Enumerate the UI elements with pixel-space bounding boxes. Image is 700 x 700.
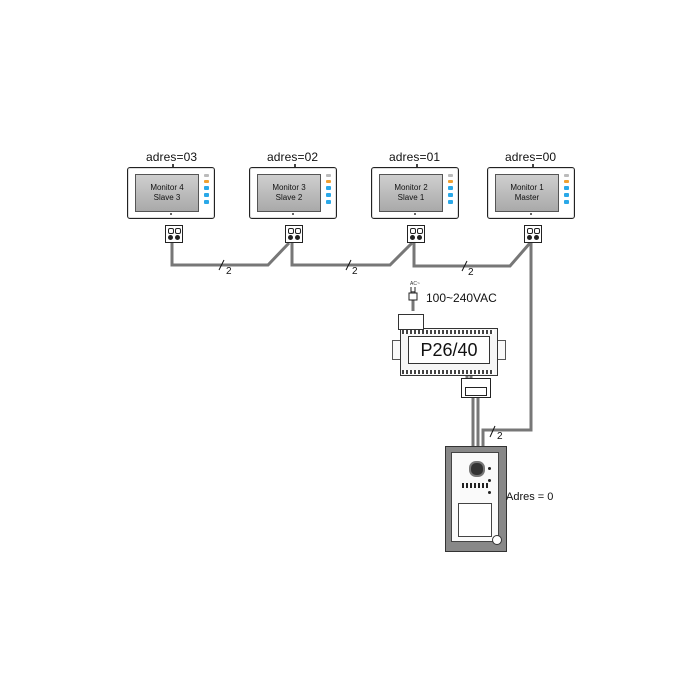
input-voltage-label: 100~240VAC xyxy=(426,291,497,305)
power-input-cap xyxy=(398,314,424,330)
power-supply-unit: P26/40 xyxy=(392,314,506,376)
camera-icon xyxy=(469,461,485,477)
monitor-4-name: Monitor 4 xyxy=(150,183,184,192)
terminal-block-monitor-4 xyxy=(165,225,183,243)
monitor-pin xyxy=(416,164,418,167)
monitor-1-name: Monitor 1 xyxy=(510,183,544,192)
wire-count-label: 2 xyxy=(497,431,503,442)
monitor-2-address: adres=01 xyxy=(389,150,441,164)
monitor-2-role: Slave 1 xyxy=(397,193,425,202)
monitor-buttons xyxy=(448,174,454,210)
terminal-block-monitor-2 xyxy=(407,225,425,243)
power-supply-model: P26/40 xyxy=(408,336,490,364)
power-plug-icon xyxy=(408,287,418,301)
call-button xyxy=(492,535,502,545)
monitor-1-address: adres=00 xyxy=(505,150,557,164)
monitor-pin xyxy=(172,164,174,167)
monitor-buttons xyxy=(204,174,210,210)
terminal-block-monitor-1 xyxy=(524,225,542,243)
plug-label: AC~ xyxy=(410,281,420,287)
monitor-4: Monitor 4 Slave 3 xyxy=(127,164,215,219)
wire-count-label: 2 xyxy=(352,266,358,277)
monitor-pin xyxy=(294,164,296,167)
monitor-buttons xyxy=(564,174,570,210)
card-reader-icon xyxy=(458,503,492,537)
outdoor-station xyxy=(445,446,507,552)
monitor-1-role: Master xyxy=(514,193,540,202)
monitor-3-name: Monitor 3 xyxy=(272,183,306,192)
monitor-3: Monitor 3 Slave 2 xyxy=(249,164,337,219)
monitor-1: Monitor 1 Master xyxy=(487,164,575,219)
wire-count-label: 2 xyxy=(468,267,474,278)
wire-count-label: 2 xyxy=(226,266,232,277)
monitor-buttons xyxy=(326,174,332,210)
monitor-3-screen: Monitor 3 Slave 2 xyxy=(257,174,321,212)
monitor-3-role: Slave 2 xyxy=(275,193,303,202)
monitor-1-screen: Monitor 1 Master xyxy=(495,174,559,212)
power-output-terminal xyxy=(461,378,491,398)
monitor-3-address: adres=02 xyxy=(267,150,319,164)
speaker-grille xyxy=(462,483,488,488)
monitor-2-name: Monitor 2 xyxy=(394,183,428,192)
monitor-4-screen: Monitor 4 Slave 3 xyxy=(135,174,199,212)
outdoor-station-address: Adres = 0 xyxy=(506,491,554,503)
terminal-block-monitor-3 xyxy=(285,225,303,243)
monitor-2-screen: Monitor 2 Slave 1 xyxy=(379,174,443,212)
monitor-4-address: adres=03 xyxy=(146,150,198,164)
monitor-4-role: Slave 3 xyxy=(153,193,181,202)
monitor-pin xyxy=(532,164,534,167)
monitor-2: Monitor 2 Slave 1 xyxy=(371,164,459,219)
